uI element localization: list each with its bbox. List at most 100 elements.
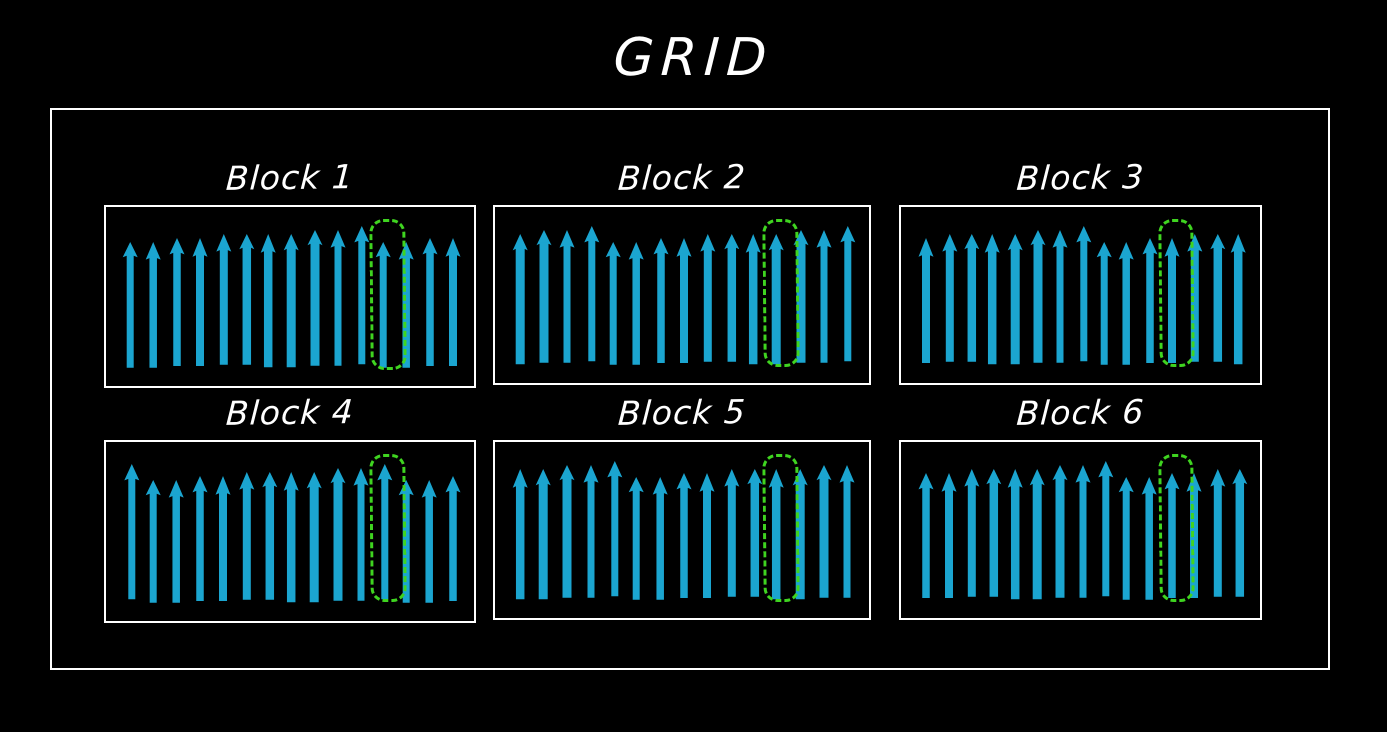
arrow-icon — [1183, 233, 1205, 362]
block-panel — [493, 205, 871, 385]
arrow-icon — [510, 233, 532, 365]
arrow-icon — [1049, 464, 1071, 598]
arrow-row — [495, 442, 869, 618]
arrow-icon — [327, 229, 349, 366]
arrow-icon — [743, 468, 765, 597]
arrow-icon — [442, 237, 464, 366]
arrow-icon — [1027, 468, 1049, 600]
arrow-icon — [235, 471, 257, 600]
arrow-icon — [836, 464, 858, 598]
block-panel — [493, 440, 871, 620]
arrow-icon — [580, 225, 602, 362]
arrow-icon — [915, 237, 937, 363]
arrow-icon — [696, 233, 718, 362]
arrow-icon — [580, 464, 602, 598]
arrow-icon — [1228, 233, 1250, 365]
arrow-icon — [212, 475, 234, 601]
arrow-icon — [442, 475, 464, 601]
arrow-icon — [1072, 464, 1094, 598]
arrow-icon — [1116, 241, 1138, 365]
arrow-icon — [813, 464, 835, 598]
highlight-selection-box[interactable] — [369, 218, 407, 371]
arrow-icon — [743, 233, 765, 365]
block-3[interactable]: Block 3 — [899, 155, 1271, 385]
block-title: Block 4 — [224, 392, 356, 433]
arrow-icon — [166, 237, 188, 366]
arrow-icon — [626, 476, 648, 600]
arrow-icon — [650, 476, 672, 600]
arrow-icon — [673, 237, 695, 363]
arrow-icon — [790, 468, 812, 600]
arrow-icon — [836, 225, 858, 362]
arrow-icon — [304, 471, 326, 603]
arrow-icon — [766, 233, 788, 365]
arrow-icon — [766, 468, 788, 600]
block-title: Block 5 — [616, 392, 748, 433]
arrow-icon — [673, 472, 695, 598]
arrow-icon — [396, 241, 418, 368]
block-5[interactable]: Block 5 — [493, 390, 871, 620]
arrow-icon — [143, 241, 165, 368]
arrow-icon — [533, 229, 555, 363]
arrow-row — [106, 442, 474, 621]
arrow-icon — [696, 472, 718, 598]
arrow-icon — [960, 233, 982, 362]
highlight-selection-box[interactable] — [762, 453, 801, 603]
blocks-container: Block 1 Block 2 Block 3 Block 4 Block 5 Block… — [104, 155, 1262, 623]
arrow-icon — [813, 229, 835, 363]
highlight-selection-box[interactable] — [1157, 218, 1194, 368]
highlight-selection-box[interactable] — [1157, 453, 1194, 603]
block-6[interactable]: Block 6 — [899, 390, 1271, 620]
arrow-icon — [720, 233, 742, 362]
arrow-icon — [166, 479, 188, 603]
arrow-icon — [304, 229, 326, 366]
arrow-icon — [915, 472, 937, 598]
grid-outer-frame — [50, 108, 1330, 670]
arrow-icon — [982, 468, 1004, 597]
arrow-icon — [350, 225, 372, 365]
arrow-icon — [258, 233, 280, 368]
arrow-icon — [120, 241, 142, 368]
arrow-icon — [350, 467, 372, 601]
arrow-icon — [510, 468, 532, 600]
arrow-icon — [533, 468, 555, 600]
arrow-icon — [1049, 229, 1071, 363]
arrow-icon — [1094, 241, 1116, 365]
arrow-icon — [396, 479, 418, 603]
arrow-icon — [1094, 460, 1116, 597]
highlight-selection-box[interactable] — [369, 453, 407, 603]
arrow-icon — [281, 233, 303, 368]
block-title: Block 1 — [224, 157, 356, 198]
arrow-icon — [281, 471, 303, 603]
arrow-row — [495, 207, 869, 383]
block-2[interactable]: Block 2 — [493, 155, 871, 385]
block-panel — [899, 440, 1262, 620]
arrow-icon — [212, 233, 234, 365]
block-1[interactable]: Block 1 — [104, 155, 476, 388]
block-title: Block 3 — [1015, 157, 1146, 198]
arrow-icon — [235, 233, 257, 365]
arrow-icon — [1005, 468, 1027, 600]
arrow-icon — [1027, 229, 1049, 363]
arrow-icon — [603, 241, 625, 365]
arrow-icon — [327, 467, 349, 601]
highlight-selection-box[interactable] — [762, 218, 801, 368]
arrow-row — [106, 207, 474, 386]
arrow-icon — [650, 237, 672, 363]
arrow-icon — [1139, 476, 1161, 600]
arrow-icon — [1228, 468, 1250, 597]
arrow-icon — [373, 241, 395, 368]
arrow-icon — [189, 475, 211, 601]
block-panel — [104, 205, 476, 388]
arrow-icon — [1206, 233, 1228, 362]
arrow-icon — [189, 237, 211, 366]
arrow-icon — [982, 233, 1004, 365]
block-panel — [104, 440, 476, 623]
block-title: Block 6 — [1015, 392, 1146, 433]
arrow-icon — [419, 237, 441, 366]
arrow-icon — [1161, 472, 1183, 598]
block-panel — [899, 205, 1262, 385]
block-4[interactable]: Block 4 — [104, 390, 476, 623]
arrow-icon — [720, 468, 742, 597]
